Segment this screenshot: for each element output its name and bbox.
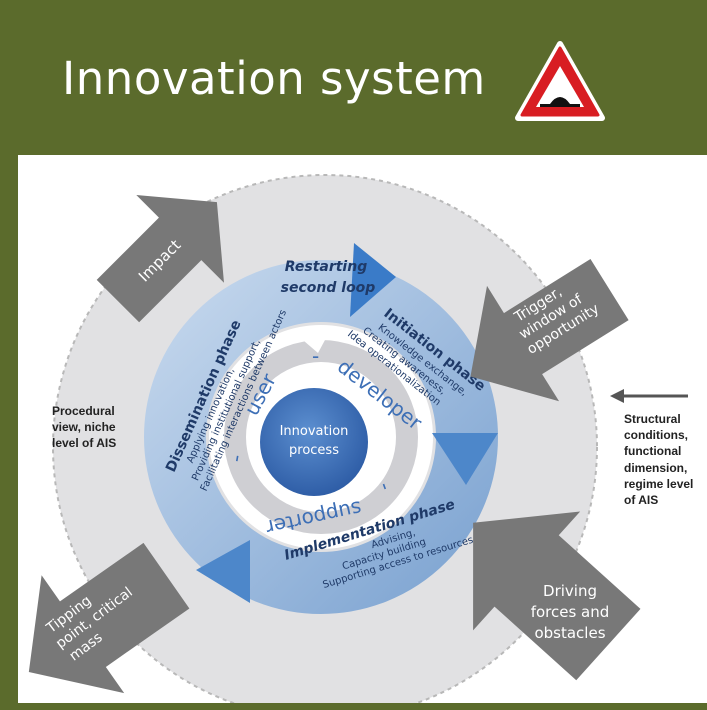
- cycle-arrowhead-inner: [304, 327, 332, 353]
- center-line1: Innovation: [280, 424, 349, 439]
- trigger-arrow: [470, 259, 629, 402]
- role-sep1: -: [312, 344, 319, 368]
- impact-arrow: Impact: [96, 195, 224, 323]
- driving-line3: obstacles: [534, 624, 605, 642]
- procedural-note: Procedural view, niche level of AIS: [52, 404, 117, 451]
- cycle-arrowhead-top: [350, 243, 396, 317]
- role-sep3: -: [223, 453, 248, 464]
- cycle-arrowhead-bottom: [196, 540, 250, 603]
- driving-line2: forces and: [531, 603, 610, 621]
- center-line2: process: [289, 443, 339, 458]
- road-bump-warning-icon: [515, 41, 605, 121]
- structural-arrowhead: [610, 389, 624, 403]
- driving-arrow: [473, 511, 641, 681]
- diagram-panel: Innovation process user - developer - su…: [18, 155, 707, 703]
- tipping-arrow: [28, 542, 190, 694]
- cycle-arrowhead-right: [432, 433, 498, 485]
- structural-note: Structural conditions, functional dimens…: [624, 412, 694, 507]
- restart-line1: Restarting: [285, 259, 367, 275]
- slide-title: Innovation system: [62, 52, 486, 105]
- innovation-cycle-diagram: Innovation process user - developer - su…: [28, 174, 688, 703]
- driving-line1: Driving: [543, 582, 597, 600]
- innovation-process-circle: [260, 388, 368, 496]
- restart-line2: second loop: [281, 280, 376, 296]
- inner-role-ring: [224, 340, 418, 534]
